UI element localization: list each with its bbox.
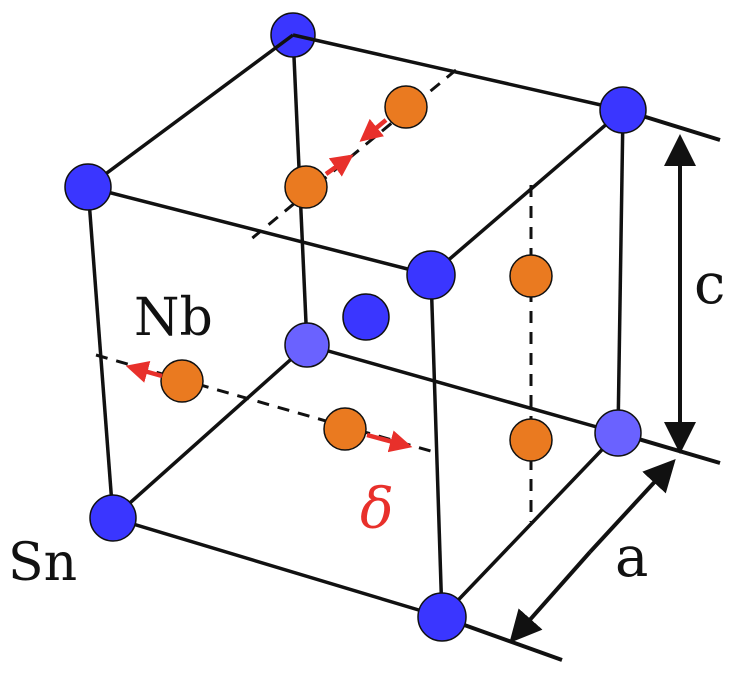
front-edges (86, 33, 625, 619)
dimension-a-label: a (615, 525, 648, 590)
nb-atom-front-right (323, 407, 367, 451)
edge-top-left (86, 33, 295, 189)
edge-top-right (429, 108, 625, 277)
sn-atom-back-bottom (284, 322, 330, 368)
sn-atom-top-left (64, 163, 112, 211)
dimension-c-label: c (694, 252, 725, 317)
nb-atom-front-left (160, 359, 204, 403)
back-atoms (270, 12, 553, 368)
displacement-arrows (125, 118, 413, 453)
nb-atom-top-back (384, 85, 428, 129)
edge-top-front (87, 185, 432, 277)
displacement-arrow-top-back (359, 118, 388, 142)
edge-top-back (292, 33, 624, 112)
displacement-arrow-front-left (125, 361, 163, 383)
sn-atom-bottom-left (89, 494, 137, 542)
dashed-front-chain (95, 353, 435, 454)
edge-bottom-front (112, 516, 443, 619)
dashed-top-chain (249, 68, 457, 242)
edge-back-right-vertical (616, 109, 625, 434)
front-atoms (64, 86, 647, 642)
edge-back-bottom-right (306, 343, 619, 435)
sn-label: Sn (8, 533, 77, 593)
sn-atom-bottom-front (417, 592, 467, 642)
sn-atom-bottom-right (594, 409, 642, 457)
displacement-arrow-top-front (324, 154, 354, 177)
edge-back-bottom-left (111, 343, 309, 520)
nb-label: Nb (134, 288, 213, 348)
sn-atom-top-front (406, 250, 456, 300)
sn-atom-body-center (342, 293, 390, 341)
edge-front-right-vertical (429, 274, 444, 618)
nb-atom-top-front (284, 165, 328, 209)
sn-atom-top-right (599, 86, 647, 134)
dimension-a-arrow-up (588, 459, 676, 554)
edge-bottom-right (440, 431, 620, 619)
nb-atom-right-upper (509, 254, 553, 298)
dimension-a-arrow-down (509, 550, 592, 643)
displacement-arrow-front-right (366, 430, 413, 453)
nb-atom-right-lower (509, 418, 553, 462)
delta-label: δ (360, 477, 394, 542)
dimension-arrows (509, 134, 696, 643)
edge-front-left-vertical (86, 186, 115, 519)
